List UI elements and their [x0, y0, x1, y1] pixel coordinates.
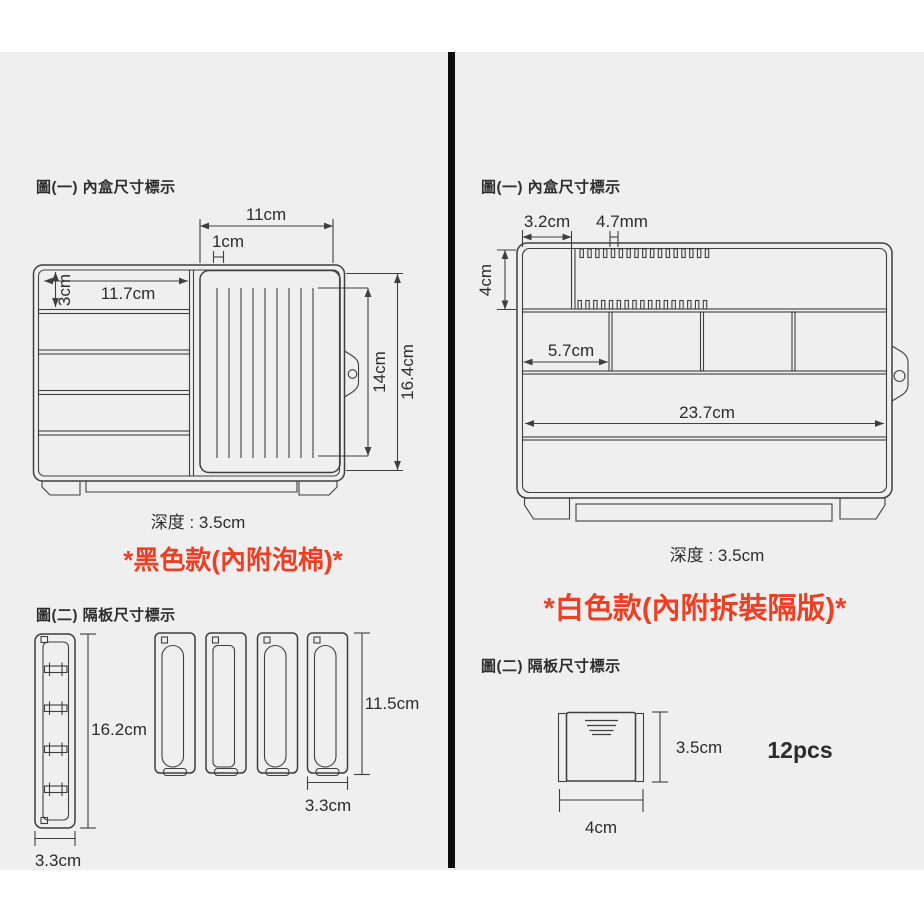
- right-divider-diagram: 3.5cm 4cm 12pcs: [557, 711, 833, 837]
- dim-label-rack-width: 3.3cm: [35, 851, 81, 870]
- loose-divider: [256, 632, 299, 777]
- dim-label-cell-width: 5.7cm: [548, 341, 594, 360]
- loose-divider: [205, 632, 247, 777]
- left-depth-caption: 深度 : 3.5cm: [150, 513, 246, 532]
- dim-label-divider-width: 3.3cm: [305, 796, 351, 815]
- foam-grooves: [216, 288, 314, 458]
- dim-label-total-height: 16.4cm: [398, 344, 417, 400]
- dim-label-slot-pitch: 4.7mm: [596, 212, 648, 231]
- left-variant-label: *黑色款(內附泡棉)*: [123, 545, 343, 575]
- right-variant-label: *白色款(內附拆裝隔版)*: [543, 593, 847, 625]
- dim-rack-width: [34, 831, 76, 846]
- dim-small-divider-height: [652, 711, 668, 783]
- right-fig1-heading: 圖(一) 內盒尺寸標示: [481, 179, 621, 196]
- box-feet: [523, 498, 886, 522]
- dim-inner-width: [525, 420, 884, 427]
- dim-total-height: [346, 272, 403, 472]
- dim-inner-width: [44, 277, 188, 285]
- dim-top-row-height: [497, 249, 516, 311]
- dim-cell-width: [523, 358, 608, 366]
- dim-label-small-divider-width: 4cm: [585, 818, 617, 837]
- dim-top-width: [199, 219, 334, 263]
- dim-label-foam-height: 14cm: [370, 351, 389, 393]
- dim-label-left-cell-width: 3.2cm: [524, 212, 570, 231]
- dim-label-small-divider-height: 3.5cm: [676, 738, 722, 757]
- dim-small-divider-width: [558, 789, 644, 812]
- left-fig1-heading: 圖(一) 內盒尺寸標示: [36, 179, 176, 196]
- side-clasp: [344, 350, 360, 398]
- dim-row-height: [52, 272, 59, 307]
- dim-label-top-width: 11cm: [246, 205, 286, 224]
- dim-slot-width: [212, 251, 225, 263]
- loose-divider: [306, 632, 349, 777]
- dim-divider-width: [306, 776, 349, 790]
- grip-lines: [585, 719, 618, 736]
- foam-insert: [199, 269, 341, 474]
- dim-foam-height: [318, 287, 372, 457]
- box-outline: [32, 264, 346, 482]
- dim-label-top-row-height: 4cm: [476, 264, 495, 296]
- dim-label-inner-width: 11.7cm: [101, 284, 156, 303]
- dim-label-row-height: 3cm: [55, 274, 74, 306]
- small-divider: [557, 711, 645, 783]
- loose-dividers: [154, 632, 349, 777]
- right-fig2-heading: 圖(二) 隔板尺寸標示: [481, 658, 621, 675]
- dim-rack-height: [80, 633, 96, 829]
- left-inner-box-diagram: 11cm 1cm 11.7cm 3cm 14cm: [32, 205, 417, 496]
- comb-teeth-lower-row: [577, 299, 708, 310]
- dim-divider-height: [354, 632, 370, 776]
- middle-row-partitions: [608, 311, 796, 372]
- left-fig2-heading: 圖(二) 隔板尺寸標示: [36, 607, 176, 624]
- vertical-divider-rule: [448, 52, 455, 868]
- box-outline: [516, 242, 893, 499]
- dim-label-divider-height: 11.5cm: [365, 694, 420, 713]
- box-feet: [41, 481, 338, 496]
- left-divider-diagram: 16.2cm 3.3cm 11.5cm 3.3cm: [34, 632, 420, 870]
- diagram-panel-background: [0, 52, 924, 870]
- dim-label-rack-height: 16.2cm: [91, 720, 147, 739]
- dim-slot-pitch: [609, 231, 619, 247]
- dim-label-inner-width: 23.7cm: [679, 403, 735, 422]
- left-compartment-slats: [37, 308, 191, 436]
- piece-count-label: 12pcs: [767, 737, 832, 763]
- right-inner-box-diagram: 3.2cm 4.7mm 4cm 5.7cm 23.7: [476, 212, 909, 522]
- dim-left-cell-width: [521, 230, 572, 247]
- divider-rack: [34, 633, 76, 829]
- right-depth-caption: 深度 : 3.5cm: [669, 546, 765, 565]
- loose-divider: [154, 632, 196, 777]
- side-clasp: [891, 345, 909, 402]
- dim-label-slot-width: 1cm: [212, 232, 244, 251]
- comb-teeth-top-row: [579, 248, 710, 259]
